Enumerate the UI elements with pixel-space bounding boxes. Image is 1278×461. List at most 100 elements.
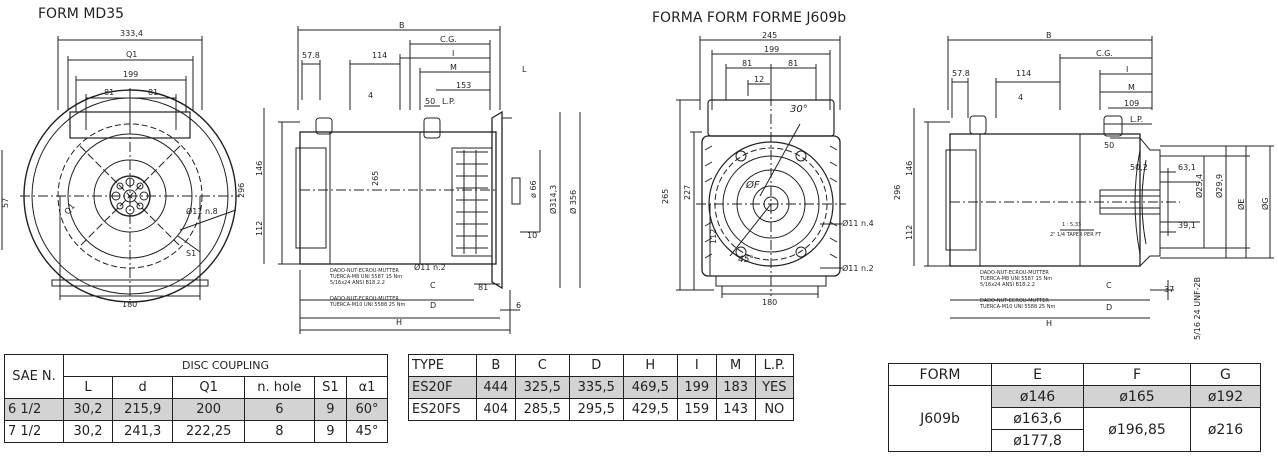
- svg-text:81: 81: [148, 88, 158, 97]
- md35-front-view: [1, 36, 240, 303]
- svg-text:10: 10: [527, 231, 537, 240]
- svg-text:39,1: 39,1: [1178, 221, 1196, 230]
- svg-text:180: 180: [762, 298, 777, 307]
- form-j609b-title: FORMA FORM FORME J609b: [652, 10, 847, 26]
- md35-front-labels: 333,4 Q1 199 81 81 180 Ø11 n.8 S1 Q1 57: [1, 29, 218, 309]
- col-e: E: [990, 363, 1085, 386]
- col-d: d: [112, 376, 174, 399]
- svg-text:199: 199: [123, 70, 138, 79]
- svg-text:M: M: [450, 63, 457, 72]
- form-md35-title: FORM MD35: [38, 6, 125, 22]
- table-row: ES20F 444 325,5 335,5 469,5 199 183 YES: [408, 376, 795, 399]
- sae-header: SAE N.: [4, 354, 64, 399]
- svg-text:M: M: [1128, 83, 1135, 92]
- svg-text:C: C: [1106, 281, 1112, 290]
- svg-text:265: 265: [661, 189, 670, 204]
- sae-disc-coupling-table: SAE N. DISC COUPLING L d Q1 n. hole S1 α…: [4, 354, 389, 443]
- svg-text:Q1: Q1: [63, 202, 77, 217]
- svg-text:D: D: [430, 301, 436, 310]
- svg-text:5/16 24 UNF-2B: 5/16 24 UNF-2B: [1193, 277, 1202, 340]
- col-q1: Q1: [172, 376, 245, 399]
- disc-coupling-header: DISC COUPLING: [63, 354, 388, 377]
- svg-text:296: 296: [893, 185, 902, 200]
- md35-side-labels: B C.G. I M 153 L 57.8 114 4 50 L.P. 146 …: [237, 21, 578, 327]
- svg-text:Ø11 n.2: Ø11 n.2: [414, 262, 446, 272]
- svg-text:81: 81: [788, 59, 798, 68]
- col-i: I: [676, 354, 717, 377]
- svg-text:114: 114: [1016, 69, 1031, 78]
- svg-text:30°: 30°: [790, 104, 808, 115]
- svg-text:5/16x24 ANSI B18.2.2: 5/16x24 ANSI B18.2.2: [980, 282, 1035, 288]
- col-s1: S1: [313, 376, 347, 399]
- svg-text:112: 112: [255, 221, 264, 236]
- svg-text:37: 37: [1164, 285, 1174, 294]
- col-alpha1: α1: [345, 376, 389, 399]
- svg-text:DADO-NUT-ECROU-MUTTER: DADO-NUT-ECROU-MUTTER: [980, 270, 1049, 276]
- svg-text:L: L: [522, 65, 527, 74]
- type-dimensions-table: TYPE B C D H I M L.P. ES20F 444 325,5 33…: [408, 354, 795, 421]
- svg-text:S1: S1: [186, 249, 196, 258]
- svg-text:DADO-NUT-ECROU-MUTTER: DADO-NUT-ECROU-MUTTER: [980, 298, 1049, 304]
- j609b-front-view: [676, 36, 846, 298]
- md35-side-view: [263, 26, 581, 334]
- svg-text:Q1: Q1: [126, 50, 137, 59]
- svg-text:1 : 5,33: 1 : 5,33: [1062, 222, 1081, 228]
- col-n-hole: n. hole: [243, 376, 315, 399]
- svg-text:C: C: [430, 281, 436, 290]
- svg-text:57.8: 57.8: [952, 69, 970, 78]
- svg-text:199: 199: [764, 45, 779, 54]
- svg-text:I: I: [1126, 65, 1128, 74]
- svg-text:B: B: [1046, 31, 1052, 40]
- svg-text:180: 180: [122, 300, 137, 309]
- svg-text:333,4: 333,4: [120, 29, 143, 38]
- svg-text:63,1: 63,1: [1178, 163, 1196, 172]
- svg-text:265: 265: [371, 171, 380, 186]
- svg-text:153: 153: [456, 81, 471, 90]
- svg-text:57.8: 57.8: [302, 51, 320, 60]
- col-f: F: [1083, 363, 1191, 386]
- svg-text:TUERCA-M8 UNI 5587 15 Nm: TUERCA-M8 UNI 5587 15 Nm: [329, 274, 402, 280]
- svg-text:B: B: [399, 21, 405, 30]
- svg-text:45°: 45°: [738, 255, 754, 265]
- svg-text:Ø25,4: Ø25,4: [1194, 174, 1204, 198]
- svg-text:296: 296: [237, 183, 246, 198]
- svg-text:50: 50: [425, 97, 435, 106]
- svg-text:50,2: 50,2: [1130, 163, 1148, 172]
- form-value: J609b: [888, 385, 992, 452]
- col-h: H: [622, 354, 678, 377]
- svg-text:D: D: [1106, 303, 1112, 312]
- j609b-front-labels: 245 199 81 81 12 30° ØF 45° 265 227 112 …: [661, 31, 874, 307]
- table-row: 7 1/2 30,2 241,3 222,25 8 9 45°: [4, 420, 389, 443]
- svg-text:ø 66: ø 66: [529, 180, 538, 198]
- svg-text:L.P.: L.P.: [1130, 115, 1143, 124]
- col-b: B: [475, 354, 516, 377]
- svg-text:Ø314,3: Ø314,3: [548, 185, 558, 214]
- svg-text:ØF: ØF: [745, 179, 760, 191]
- table-row: ES20FS 404 285,5 295,5 429,5 159 143 NO: [408, 398, 795, 421]
- svg-text:5/16x24 ANSI B18.2.2: 5/16x24 ANSI B18.2.2: [330, 280, 385, 286]
- svg-text:57: 57: [1, 198, 10, 208]
- svg-text:2" 1/4 TAPER PER FT: 2" 1/4 TAPER PER FT: [1050, 232, 1102, 238]
- form-efg-table: FORM E F G J609b ø146 ø165 ø192 ø163,6 ø…: [888, 363, 1262, 452]
- svg-text:81: 81: [104, 88, 114, 97]
- svg-text:H: H: [396, 318, 402, 327]
- svg-text:81: 81: [742, 59, 752, 68]
- svg-text:245: 245: [762, 31, 777, 40]
- col-c: C: [514, 354, 570, 377]
- svg-text:227: 227: [683, 185, 692, 200]
- svg-text:109: 109: [1124, 99, 1139, 108]
- col-l: L: [62, 376, 114, 399]
- svg-text:ØG: ØG: [1260, 198, 1270, 211]
- col-d: D: [568, 354, 624, 377]
- svg-text:112: 112: [905, 225, 914, 240]
- svg-text:Ø11 n.4: Ø11 n.4: [842, 218, 874, 228]
- svg-text:6: 6: [516, 301, 521, 310]
- col-form: FORM: [888, 363, 992, 386]
- svg-text:TUERCA-M10 UNI 5588 25 Nm: TUERCA-M10 UNI 5588 25 Nm: [329, 302, 405, 308]
- svg-text:C.G.: C.G.: [1096, 49, 1113, 58]
- svg-text:Ø11 n.2: Ø11 n.2: [842, 263, 874, 273]
- col-g: G: [1189, 363, 1262, 386]
- svg-text:12: 12: [754, 75, 764, 84]
- svg-text:DADO-NUT-ECROU-MUTTER: DADO-NUT-ECROU-MUTTER: [330, 268, 399, 274]
